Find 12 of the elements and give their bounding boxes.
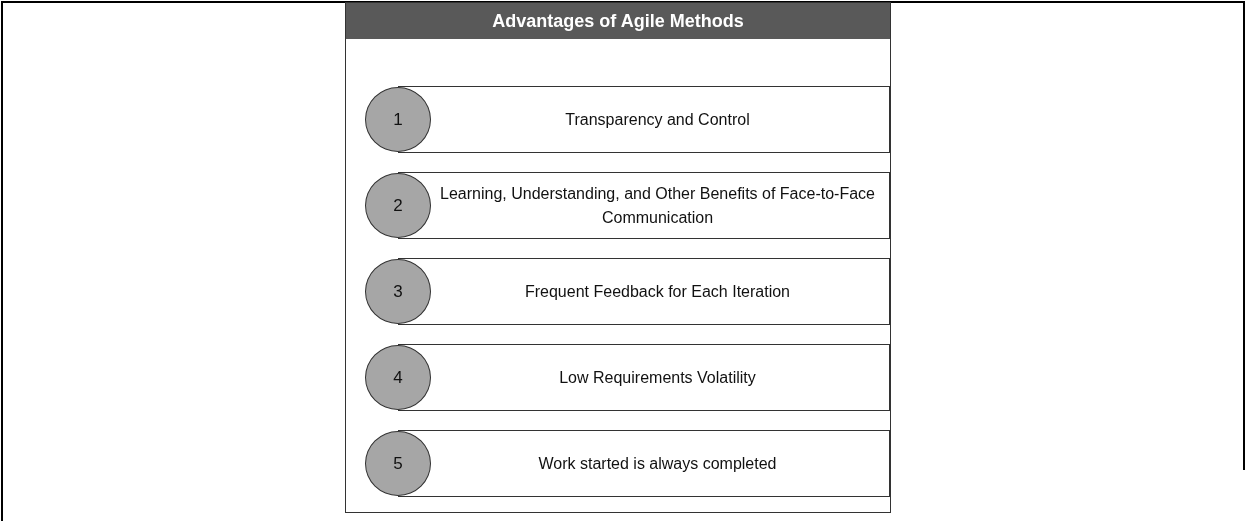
list-panel (345, 2, 891, 513)
advantage-box: Frequent Feedback for Each Iteration (432, 258, 890, 325)
advantage-box: Work started is always completed (432, 430, 890, 497)
number-circle: 3 (365, 259, 431, 324)
number-circle: 1 (365, 87, 431, 152)
panel-title: Advantages of Agile Methods (346, 3, 890, 39)
number-circle: 2 (365, 173, 431, 238)
advantage-box: Learning, Understanding, and Other Benefits of Face-to-Face Communication (432, 172, 890, 239)
number-circle: 4 (365, 345, 431, 410)
advantage-box: Low Requirements Volatility (432, 344, 890, 411)
number-circle: 5 (365, 431, 431, 496)
advantage-box: Transparency and Control (432, 86, 890, 153)
